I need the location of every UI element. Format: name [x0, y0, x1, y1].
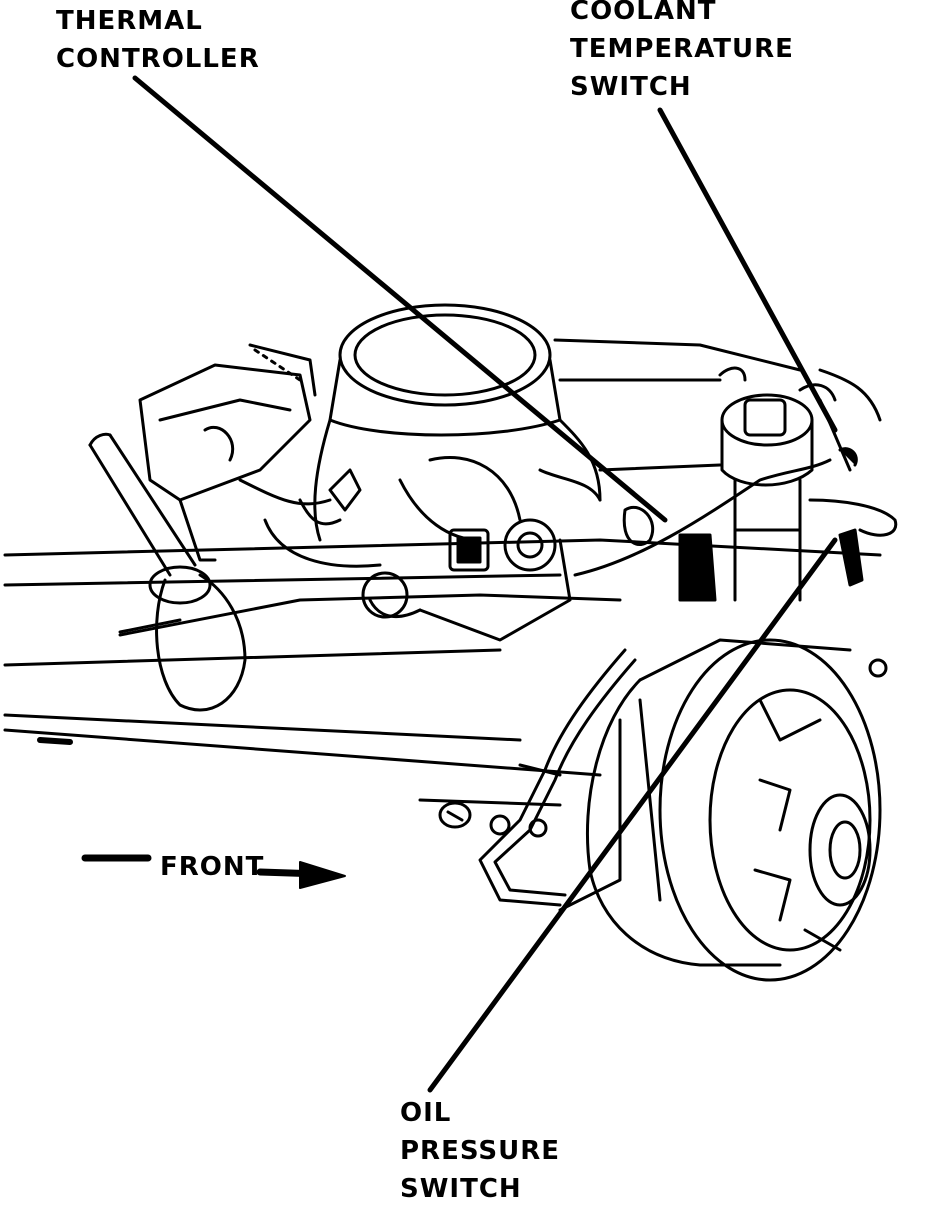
coolant-label-line-3: SWITCH — [570, 72, 692, 102]
thermal-controller-label-line-2: CONTROLLER — [56, 44, 260, 74]
thermal-controller-label-line-1: THERMAL — [56, 6, 203, 36]
oil-pressure-leader — [427, 537, 838, 1093]
leader-lines — [132, 75, 838, 1093]
front-label-text: FRONT — [160, 852, 265, 882]
oil-label-line-1: OIL — [400, 1098, 452, 1128]
coolant-switch-leader — [657, 107, 838, 433]
pcv-tube — [88, 432, 247, 712]
oil-line — [438, 648, 637, 907]
front-arrow — [81, 854, 346, 889]
coolant-switch-body — [573, 368, 882, 587]
thermal-controller-label: THERMAL CONTROLLER — [56, 2, 260, 78]
oil-pressure-switch-label: OIL PRESSURE SWITCH — [400, 1094, 560, 1208]
fittings — [203, 425, 655, 619]
valve-cover — [3, 538, 882, 807]
oil-label-line-2: PRESSURE — [400, 1136, 561, 1166]
upper-engine — [138, 338, 802, 562]
alternator — [558, 638, 888, 982]
distributor — [678, 393, 898, 602]
thermal-controller-leader — [132, 75, 668, 523]
oil-label-line-3: SWITCH — [400, 1174, 522, 1204]
air-cleaner — [313, 303, 602, 642]
coolant-label-line-1: COOLANT — [570, 0, 717, 26]
front-direction-label: FRONT — [160, 848, 264, 886]
coolant-temperature-switch-label: COOLANT TEMPERATURE SWITCH — [570, 0, 794, 106]
coolant-label-line-2: TEMPERATURE — [570, 34, 794, 64]
